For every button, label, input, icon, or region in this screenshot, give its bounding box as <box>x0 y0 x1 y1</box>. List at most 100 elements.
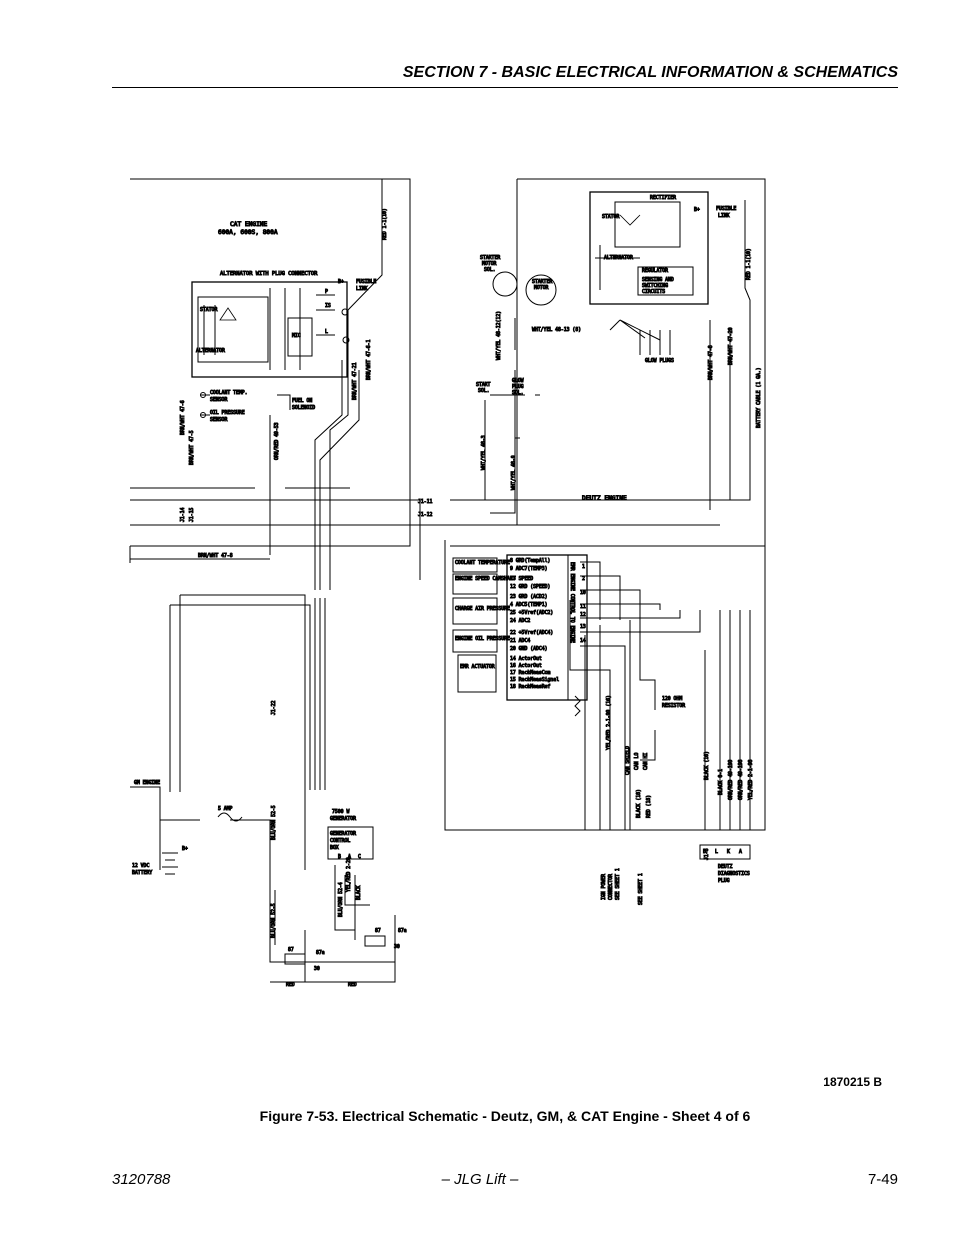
cat-wire-47-5: BRN/WHT 47-5 <box>189 430 195 465</box>
sensing-label-3: CIRCUITS <box>642 289 665 295</box>
can-lo-label: CAN LO <box>634 753 640 770</box>
mic-label: MIC <box>292 333 301 339</box>
relay-30: 30 <box>314 966 320 972</box>
cat-title-2: 600A, 600S, 800A <box>218 229 278 236</box>
section-header: SECTION 7 - BASIC ELECTRICAL INFORMATION… <box>402 64 898 81</box>
ecm-pin: 9 ADC7(TEMP3) <box>510 566 548 572</box>
sensing-label-1: SENSING AND <box>642 277 674 283</box>
can-wire-yel-2-1-99: YEL/RED 2-1-99 (16) <box>606 695 612 750</box>
glow-plugs-label: GLOW PLUGS <box>645 358 674 364</box>
deutz-alternator-label: ALTERNATOR <box>604 255 633 261</box>
black-16-label: BLACK (16) <box>704 751 710 780</box>
cat-wire-47-6: BRN/WHT 47-6 <box>180 400 186 435</box>
gm-wire-2-20: YEL/RED 2-20 <box>346 857 352 892</box>
starter-sol-1: STARTER <box>480 255 500 261</box>
fuel-solenoid-1: FUEL ON <box>292 398 312 404</box>
battery-cable-label: BATTERY CABLE (1 GA.) <box>756 367 762 428</box>
ecm-pin: 22 +5Vref(ADC4) <box>510 630 553 636</box>
gen-pin-b: B <box>338 854 341 860</box>
cat-title-1: CAT ENGINE <box>230 221 268 228</box>
gen-pin-a: A <box>348 854 351 860</box>
electrical-schematic: CAT ENGINE 600A, 600S, 800A ALTERNATOR W… <box>129 178 766 989</box>
ecm-side-label: EMR ENGINE CONTROL TO ENGINE <box>569 562 575 643</box>
sensor-emr-actuator: EMR ACTUATOR <box>460 664 495 670</box>
sensor-engine-speed: ENGINE SPEED CAMSHAFT <box>455 576 516 582</box>
fuel-solenoid-2: SOLENOID <box>292 405 315 411</box>
resistor-label-1: 120 OHM <box>662 696 682 702</box>
alt-connector-label: ALTERNATOR WITH PLUG CONNECTOR <box>220 271 318 277</box>
diag-pin: K <box>727 849 730 855</box>
ign-power-2: CONNECTOR <box>608 874 614 900</box>
cat-alternator-label: ALTERNATOR <box>196 348 225 354</box>
deutz-wire-48-13: WHT/YEL 48-13 (8) <box>532 327 581 333</box>
yel-2-1-98-label: YEL/RED 2-1-98 <box>748 759 754 800</box>
deutz-alternator <box>490 191 709 439</box>
cat-fusible-2: LINK <box>356 286 368 292</box>
ecm-out-pin: 13 <box>580 624 586 630</box>
start-sol-1: START <box>476 382 491 388</box>
j1-15-label: J1-15 <box>189 507 195 522</box>
battery-b-plus: B+ <box>182 846 188 852</box>
ecm-out-pin: 1 <box>582 564 585 570</box>
relay-87-b: 87 <box>375 928 381 934</box>
j1-11-label: J1-11 <box>418 499 433 505</box>
deutz-wire-48-3: WHT/YEL 48-3 <box>481 435 487 470</box>
sensing-label-2: SWITCHING <box>642 283 668 289</box>
diag-pin: L <box>715 849 718 855</box>
deutz-stator-label: STATOR <box>602 214 619 220</box>
gen-box-3: BOX <box>330 845 339 851</box>
battery-label-1: 12 VDC <box>132 863 149 869</box>
brand-footer: – JLG Lift – <box>441 1171 519 1188</box>
ecm-pin: 15 RackMeasSignal <box>510 677 559 683</box>
ecm-pin: 25 +5Vref(ADC2) <box>510 610 553 616</box>
starter-motor-2: MOTOR <box>534 285 549 291</box>
diag-plug-1: DEUTZ <box>718 864 733 870</box>
generator-label-1: 7500 W <box>332 809 349 815</box>
gm-components <box>162 695 751 965</box>
can-hi-label: CAN HI <box>643 753 649 770</box>
fuse-label: 5 AMP <box>218 806 233 812</box>
relay-87a-b: 87a <box>398 928 407 934</box>
gm-wire-52-5-b: BLU/ORN 52-5 <box>271 903 277 938</box>
gm-black-wire: BLACK <box>356 885 362 900</box>
glow-sol-2: PLUG <box>512 384 524 390</box>
gen-pin-c: C <box>358 854 361 860</box>
sensor-charge-air: CHARGE AIR PRESSURE <box>455 606 510 612</box>
wiring <box>129 178 766 983</box>
ign-power-1: IGN POWER <box>601 874 607 900</box>
see-sheet-label: SEE SHEET 1 <box>638 873 644 905</box>
glow-sol-3: SOL. <box>512 390 524 396</box>
ecm-pin: 12 GRD (SPEED) <box>510 584 550 590</box>
cat-fusible-1: FUSIBLE <box>356 279 376 285</box>
j1-22-label: J1-22 <box>271 700 277 715</box>
pin-is-label: IS <box>325 303 331 309</box>
header-rule <box>112 87 898 88</box>
gen-box-2: CONTROL <box>330 838 350 844</box>
j1-14-label: J1-14 <box>180 507 186 522</box>
doc-number: 3120788 <box>112 1171 171 1188</box>
ign-power-3: SEE SHEET 1 <box>615 868 621 900</box>
pin-b-label: B+ <box>338 279 344 285</box>
ecm-pin: 20 GND (ADC4) <box>510 646 548 652</box>
deutz-fusible-1: FUSIBLE <box>716 206 736 212</box>
coolant-sensor-1: COOLANT TEMP. <box>210 390 248 396</box>
start-sol-2: SOL. <box>478 388 490 394</box>
ecm-pin: 24 ADC2 <box>510 618 530 624</box>
relay-87a: 87a <box>316 950 325 956</box>
cat-wire-47-21: BRN/WHT 47-21 <box>352 362 358 400</box>
gm-engine-label: GM ENGINE <box>134 780 160 786</box>
glow-sol-1: GLOW <box>512 378 524 384</box>
ecm-pin: 14 ActorOut <box>510 656 542 662</box>
deutz-b-plus: B+ <box>694 207 700 213</box>
ecm-pin: 8 GRD(TempAll) <box>510 558 550 564</box>
battery-label-2: BATTERY <box>132 870 152 876</box>
cat-wire-49-53: ORN/RED 49-53 <box>274 422 280 460</box>
deutz-wire-47-20: BRN/WHT 47-20 <box>728 327 734 365</box>
page-number: 7-49 <box>867 1171 898 1188</box>
deutz-red-wire: RED 1-1(10) <box>746 248 752 280</box>
orn-49-198-label: ORN/RED 49-198 <box>738 759 744 800</box>
black-18-label: BLACK (18) <box>636 789 642 818</box>
starter-sol-3: SOL. <box>484 267 496 273</box>
ecm-pin: 23 GRD (ACD2) <box>510 594 548 600</box>
red-18-label: RED (18) <box>646 795 652 818</box>
